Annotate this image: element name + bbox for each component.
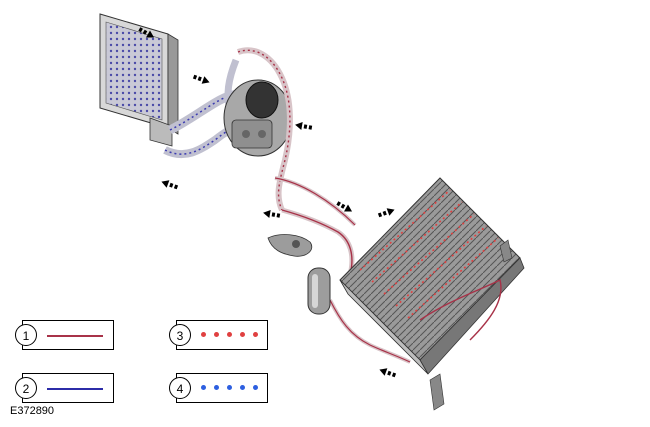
legend-number: 3 [169,324,191,346]
high-pressure-line-swatch [47,335,103,337]
legend-number: 1 [15,324,37,346]
compressor [223,79,293,157]
evaporator [99,13,179,147]
receiver-drier [307,267,331,315]
flow-arrow-icon [336,201,353,212]
pressure-valve [267,234,313,257]
legend-number: 4 [169,377,191,399]
legend-item-3: 3 [169,320,268,350]
flow-arrow-icon [138,27,155,38]
legend-number: 2 [15,377,37,399]
flow-arrows [138,27,397,378]
low-pressure-dots-swatch [201,385,258,390]
reference-code: E372890 [10,405,55,417]
legend-item-2: 2 [15,373,114,403]
legend-item-1: 1 [15,320,114,350]
condenser [339,177,525,411]
high-pressure-hoses [237,47,411,364]
flow-arrow-icon [263,210,281,218]
low-pressure-line-swatch [47,388,103,390]
flow-arrow-icon [377,208,395,218]
flow-arrow-icon [161,180,179,190]
legend-item-4: 4 [169,373,268,403]
flow-arrow-icon [192,74,210,84]
flow-arrow-icon [379,368,397,378]
flow-arrow-icon [295,122,313,130]
high-pressure-dots-swatch [201,332,258,337]
